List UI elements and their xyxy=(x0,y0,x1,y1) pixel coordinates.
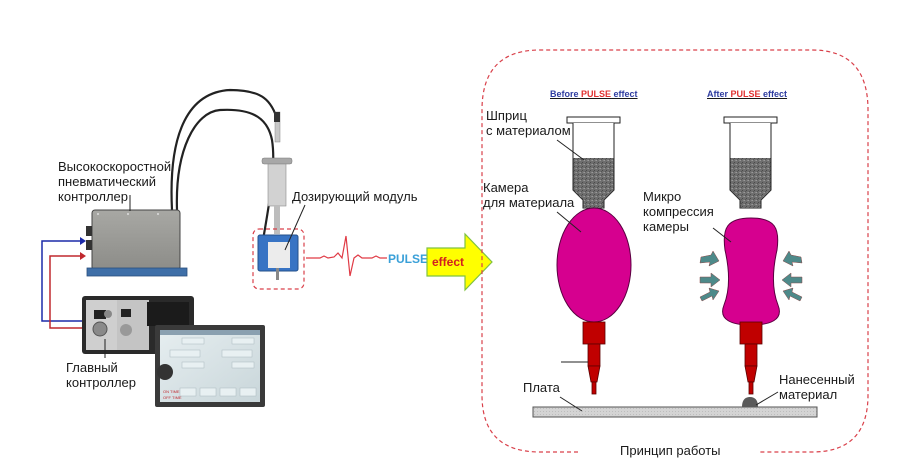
header-prefix: After xyxy=(707,89,731,99)
micro-compression-label: Микро компрессия камеры xyxy=(643,189,714,234)
label-line: пневматический xyxy=(58,174,156,189)
label-line: материал xyxy=(779,387,837,402)
label-line: контроллер xyxy=(66,375,136,390)
compression-arrow-right-top xyxy=(782,250,803,267)
syringe-label: Шприц с материалом xyxy=(486,108,571,138)
after-chamber-compressed xyxy=(722,217,780,326)
deposited-material-leader xyxy=(755,391,779,406)
svg-text:ON TIME: ON TIME xyxy=(163,389,180,394)
before-chamber xyxy=(556,207,632,323)
before-syringe xyxy=(566,116,621,209)
label-line: Нанесенный xyxy=(779,372,855,387)
before-nozzle xyxy=(582,321,606,395)
board-label: Плата xyxy=(523,380,561,395)
label-line: камеры xyxy=(643,219,689,234)
touch-screen-panel: ON TIME OFF TIME xyxy=(155,325,265,407)
header-pulse: PULSE xyxy=(731,89,761,99)
syringe-leader xyxy=(556,139,585,161)
compression-arrow-right-mid xyxy=(781,272,803,288)
circuit-board xyxy=(532,406,818,418)
after-header: After PULSE effect xyxy=(707,89,787,99)
label-line: Шприц xyxy=(486,108,527,123)
compression-arrow-left-bot xyxy=(699,287,720,302)
before-header: Before PULSE effect xyxy=(550,89,638,99)
pneumatic-controller-label: Высокоскоростной пневматический контролл… xyxy=(58,159,171,204)
header-suffix: effect xyxy=(611,89,638,99)
pneumatic-controller xyxy=(86,209,188,277)
board-leader xyxy=(559,396,583,412)
chamber-label: Камера для материала xyxy=(483,180,575,210)
compression-arrow-left-top xyxy=(699,250,720,267)
after-syringe xyxy=(723,116,778,209)
compression-arrows xyxy=(699,250,803,302)
label-line: контроллер xyxy=(58,189,128,204)
pulse-waveform xyxy=(306,235,387,277)
compression-arrow-left-mid xyxy=(699,272,721,288)
dosing-module-label: Дозирующий модуль xyxy=(292,189,418,204)
pneumatic-cables xyxy=(170,88,280,241)
principle-frame xyxy=(481,49,869,453)
deposited-material-label: Нанесенный материал xyxy=(779,372,855,402)
deposited-material xyxy=(742,397,758,407)
pulse-text: PULSE xyxy=(388,252,428,266)
compression-arrow-right-bot xyxy=(782,287,803,302)
header-prefix: Before xyxy=(550,89,581,99)
header-suffix: effect xyxy=(761,89,788,99)
dosing-module-highlight xyxy=(252,228,305,290)
label-line: с материалом xyxy=(486,123,571,138)
dosing-module-leader xyxy=(284,204,306,251)
principle-title: Принцип работы xyxy=(620,443,721,458)
header-pulse: PULSE xyxy=(581,89,611,99)
pulse-effect-arrow xyxy=(426,232,493,292)
control-wires xyxy=(41,237,86,329)
label-line: Камера xyxy=(483,180,529,195)
chamber-leader xyxy=(556,211,582,233)
effect-text: effect xyxy=(432,255,464,269)
micro-compression-leader xyxy=(712,227,732,243)
label-line: Микро xyxy=(643,189,681,204)
after-nozzle xyxy=(739,321,763,395)
label-line: для материала xyxy=(483,195,575,210)
label-line: компрессия xyxy=(643,204,714,219)
label-line: Главный xyxy=(66,360,118,375)
label-line: Высокоскоростной xyxy=(58,159,171,174)
svg-text:OFF TIME: OFF TIME xyxy=(163,395,182,400)
main-controller-label: Главный контроллер xyxy=(66,360,136,390)
